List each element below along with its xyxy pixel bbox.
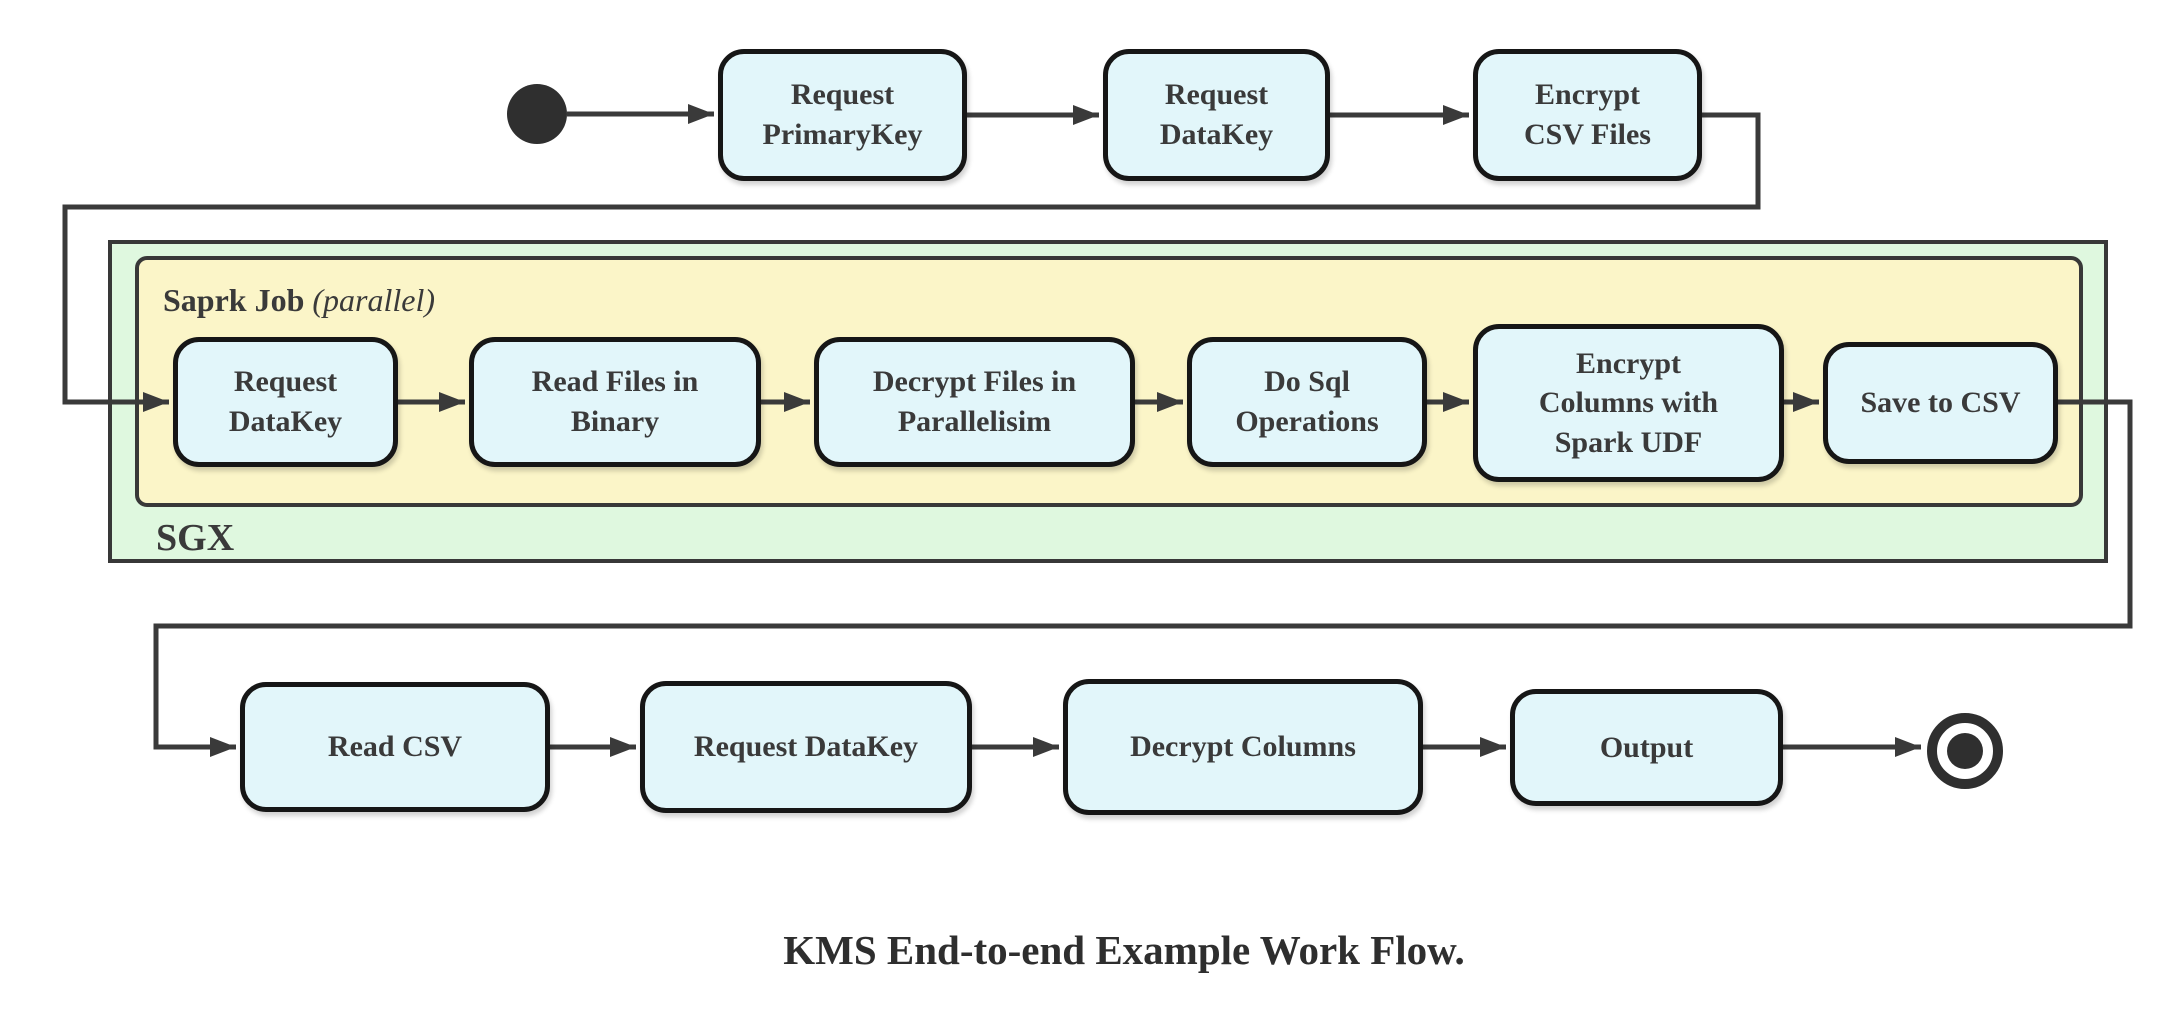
node-encrypt-columns-with-spark-udf: Encrypt Columns with Spark UDF bbox=[1473, 324, 1784, 482]
edge-encrypt-csv-files-to-sgx-request-datakey bbox=[62, 112, 1761, 412]
end-state-icon bbox=[1927, 713, 2003, 789]
start-state-icon bbox=[507, 84, 567, 144]
spark-job-label: Saprk Job (parallel) bbox=[163, 282, 435, 319]
node-read-csv: Read CSV bbox=[240, 682, 550, 812]
node-save-to-csv: Save to CSV bbox=[1823, 342, 2058, 464]
diagram-caption: KMS End-to-end Example Work Flow. bbox=[783, 927, 1465, 973]
node-do-sql-operations: Do Sql Operations bbox=[1187, 337, 1427, 467]
sgx-label: SGX bbox=[156, 517, 235, 559]
node-request-datakey-top: Request DataKey bbox=[1103, 49, 1330, 181]
node-decrypt-files-in-parallelisim: Decrypt Files in Parallelisim bbox=[814, 337, 1135, 467]
node-read-files-in-binary: Read Files in Binary bbox=[469, 337, 761, 467]
node-request-datakey-bottom: Request DataKey bbox=[640, 681, 972, 813]
spark-job-title: Saprk Job bbox=[163, 282, 305, 318]
edge-save-to-csv-to-read-csv bbox=[153, 399, 2133, 757]
end-state-dot-icon bbox=[1947, 733, 1983, 769]
node-decrypt-columns: Decrypt Columns bbox=[1063, 679, 1423, 815]
node-request-datakey-sgx: Request DataKey bbox=[173, 337, 398, 467]
node-request-primarykey: Request PrimaryKey bbox=[718, 49, 967, 181]
spark-job-qualifier: (parallel) bbox=[312, 282, 436, 318]
node-output: Output bbox=[1510, 689, 1783, 806]
node-encrypt-csv-files: Encrypt CSV Files bbox=[1473, 49, 1702, 181]
